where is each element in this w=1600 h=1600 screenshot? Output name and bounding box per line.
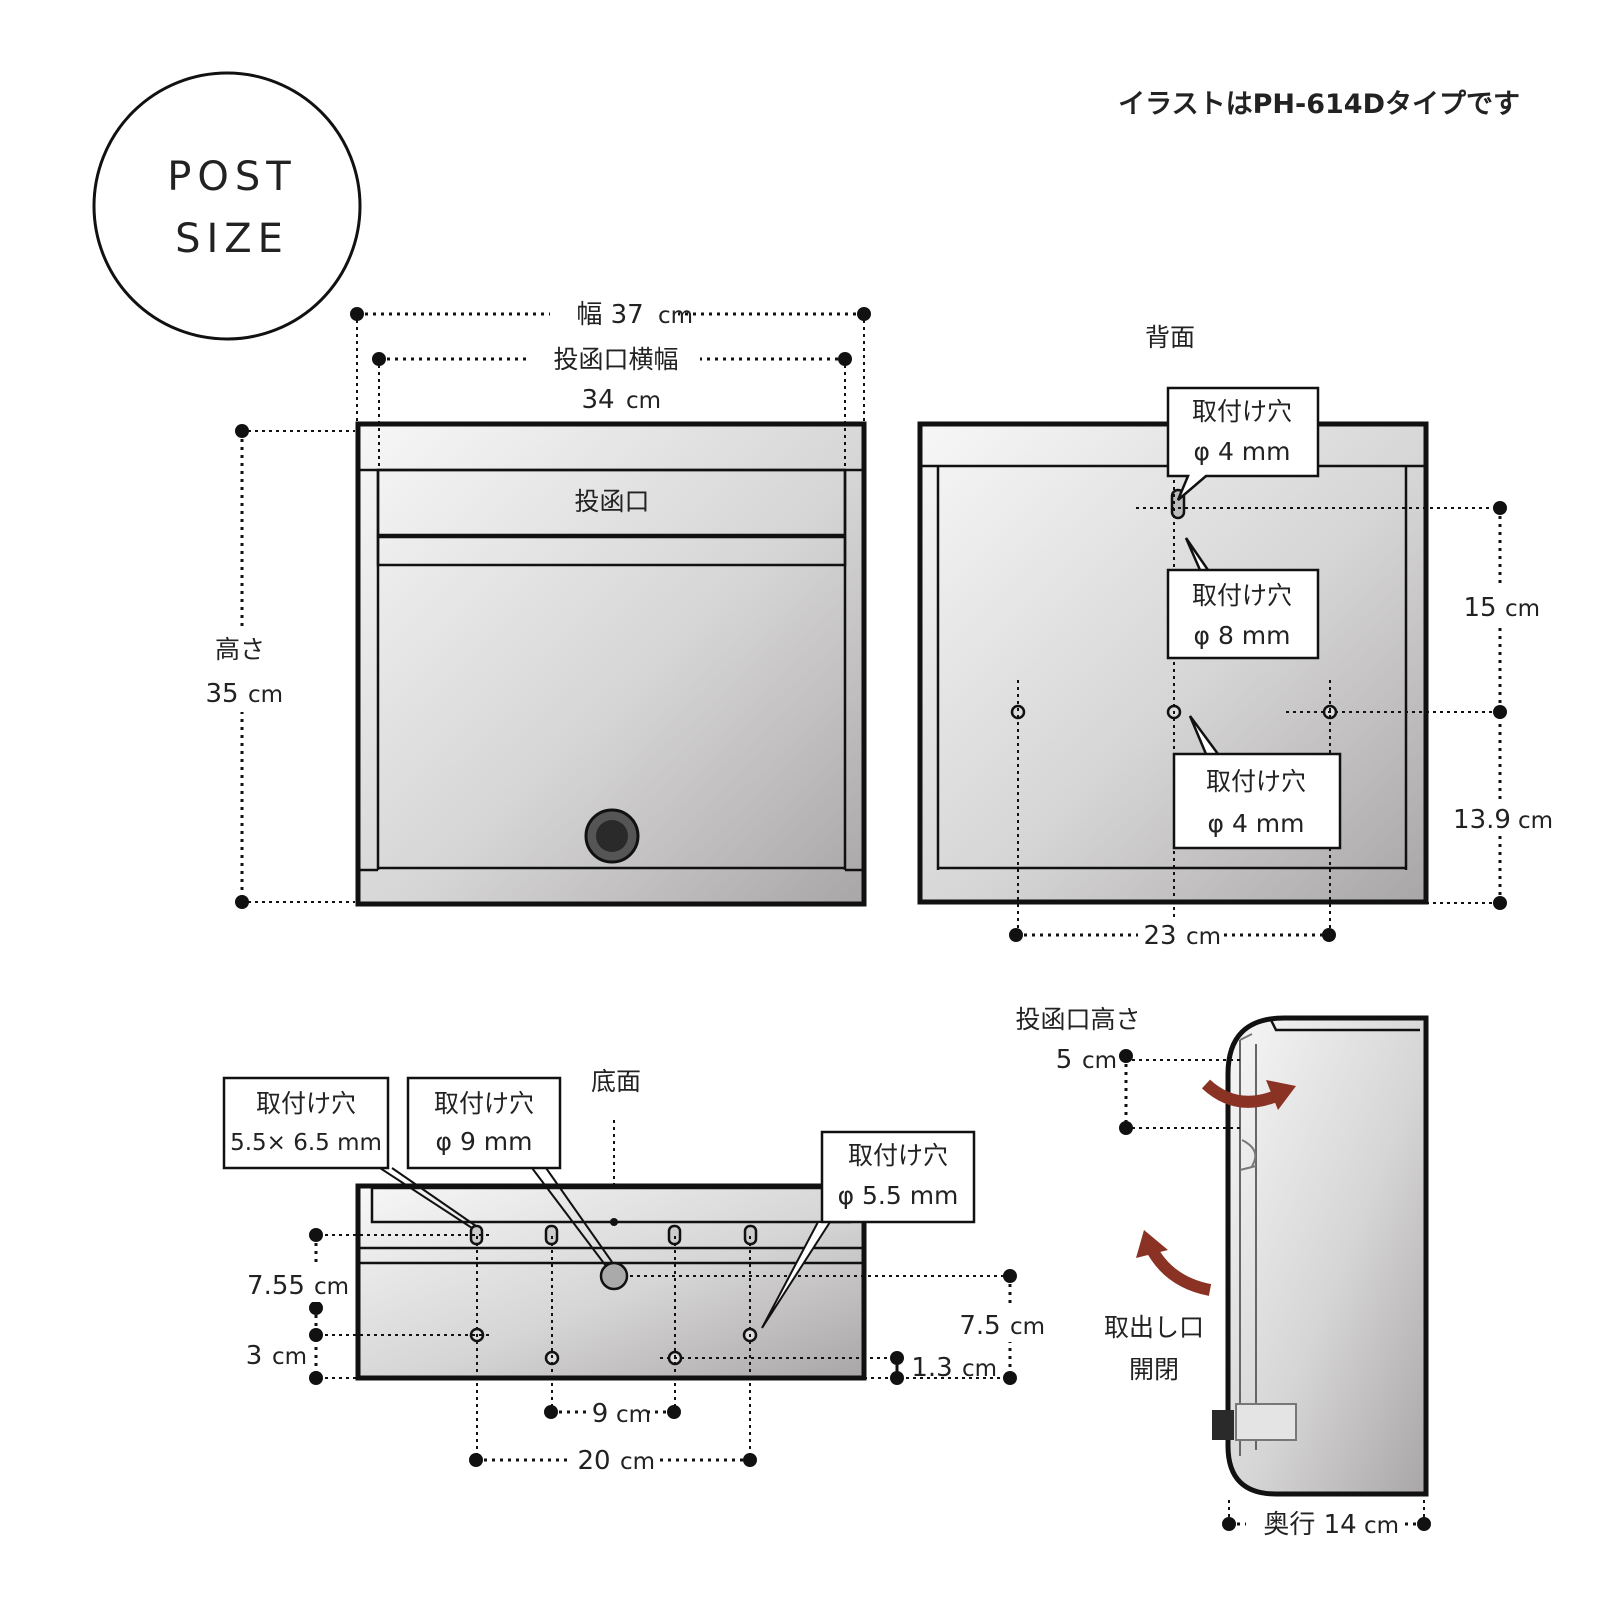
svg-text:取付け穴: 取付け穴 [848,1141,948,1170]
side-view: 投函口高さ 5 cm 取出し口 開閉 奥行 14 cm [1015,1005,1431,1542]
bottom-dim-755-unit: cm [314,1274,349,1300]
svg-text:φ 5.5 mm: φ 5.5 mm [838,1181,959,1210]
bottom-dim-13: 1.3 [911,1353,952,1383]
bottom-dim-9: 9 [592,1399,609,1429]
callout-hole-c: 取付け穴 φ 5.5 mm [761,1130,976,1329]
bottom-dim-20-unit: cm [620,1449,655,1475]
depth-unit: cm [1364,1513,1399,1539]
bottom-dim-75: 7.5 [959,1311,1000,1341]
callout-hole-mid: 取付け穴 φ 8 mm [1166,537,1320,660]
bottom-dim-3: 3 [246,1341,263,1371]
back-dim-upper: 15 [1463,593,1496,623]
slot-width-label: 投函口横幅 [553,345,678,374]
badge-line1: POST [167,154,296,200]
slot-height-unit: cm [1082,1048,1117,1074]
svg-text:φ 4 mm: φ 4 mm [1194,437,1291,466]
slot-label: 投函口 [574,487,649,516]
svg-text:取付け穴: 取付け穴 [1192,397,1292,426]
flap-arrow-icon [1201,1079,1296,1110]
back-dim-upper-unit: cm [1505,596,1540,622]
bottom-view: 底面 7.55 cm 3 cm [222,1067,1046,1477]
depth-label: 奥行 14 [1263,1510,1356,1540]
key-knob [1212,1410,1234,1440]
post-size-badge: POST SIZE [92,71,362,341]
back-view: 背面 取付け穴 φ 4 mm 取付け穴 φ 8 mm 取付け穴 [917,323,1555,953]
bottom-title: 底面 [591,1067,641,1096]
bottom-dim-755: 7.55 [247,1271,305,1301]
callout-hole-top: 取付け穴 φ 4 mm [1166,386,1320,501]
slot-width-value: 34 [581,385,614,415]
width-label: 幅 37 [576,300,643,330]
height-unit: cm [248,682,283,708]
model-note: イラストはPH-614Dタイプです [1118,89,1520,120]
outlet-label-2: 開閉 [1129,1355,1179,1384]
bottom-dim-20: 20 [577,1446,610,1476]
bottom-dim-13-unit: cm [962,1356,997,1382]
back-dim-width: 23 [1143,921,1176,951]
height-label: 高さ [215,635,265,664]
bottom-dim-9-unit: cm [616,1402,651,1428]
svg-text:φ 8 mm: φ 8 mm [1194,621,1291,650]
svg-text:取付け穴: 取付け穴 [434,1089,534,1118]
svg-text:取付け穴: 取付け穴 [256,1089,356,1118]
width-unit: cm [658,303,693,329]
back-dim-lower-unit: cm [1518,808,1553,834]
bottom-dim-75-unit: cm [1010,1314,1045,1340]
svg-text:取付け穴: 取付け穴 [1206,767,1306,796]
badge-line2: SIZE [175,216,289,262]
slot-height-label: 投函口高さ [1015,1005,1140,1034]
front-view: 投函口 幅 37 cm 投函口横幅 34 cm 高さ 35 cm [200,296,871,909]
lock-icon [584,808,640,864]
callout-hole-a: 取付け穴 5.5× 6.5 mm [222,1076,477,1229]
back-dim-width-unit: cm [1186,924,1221,950]
svg-text:φ 4 mm: φ 4 mm [1208,809,1305,838]
height-value: 35 [205,679,238,709]
svg-text:φ 9 mm: φ 9 mm [436,1127,533,1156]
back-title: 背面 [1145,323,1195,352]
callout-hole-low: 取付け穴 φ 4 mm [1172,715,1342,850]
slot-width-unit: cm [626,388,661,414]
callout-hole-b: 取付け穴 φ 9 mm [406,1076,613,1267]
outlet-label-1: 取出し口 [1104,1313,1204,1342]
svg-text:取付け穴: 取付け穴 [1192,581,1292,610]
back-dim-lower: 13.9 [1453,805,1511,835]
bottom-dim-3-unit: cm [272,1344,307,1370]
outlet-arrow-icon [1136,1230,1212,1296]
svg-text:5.5× 6.5 mm: 5.5× 6.5 mm [230,1130,382,1156]
slot-height-value: 5 [1056,1045,1073,1075]
